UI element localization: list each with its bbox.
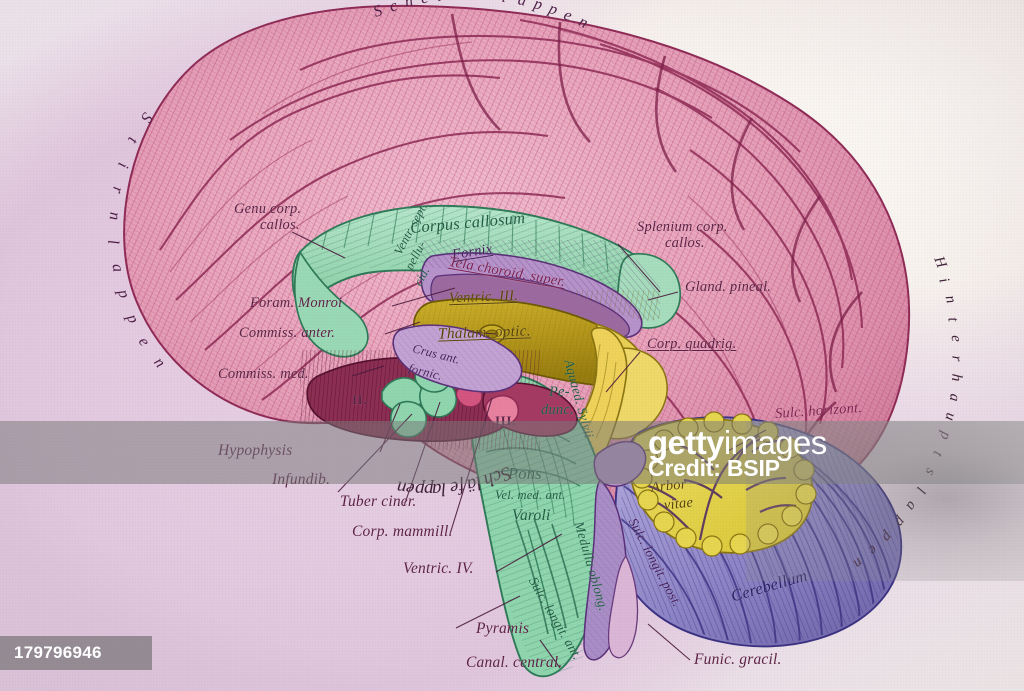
hypophysis-infundibulum-region <box>381 363 519 438</box>
crus-fornicis-region <box>392 324 523 393</box>
getty-asset-id: 179796946 <box>14 643 102 662</box>
